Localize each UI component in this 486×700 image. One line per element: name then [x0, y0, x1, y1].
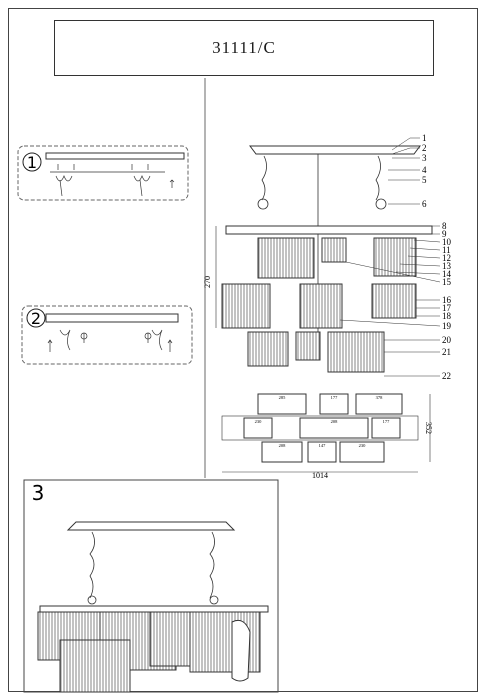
plan-label-5: 208: [331, 419, 339, 424]
step-3-frame: [23, 479, 279, 693]
plan-box-1: [257, 393, 307, 415]
step-2-panel: 2: [21, 305, 193, 365]
step-1-panel: 1: [17, 145, 189, 201]
dim-depth: 352: [424, 422, 433, 434]
callout-19: 19: [442, 321, 452, 331]
plan-label-1: 285: [279, 395, 287, 400]
callout-12: 12: [442, 253, 451, 263]
crystal-shade-4: [221, 283, 271, 329]
plan-label-2: 177: [331, 395, 339, 400]
crystal-shade-8: [295, 331, 321, 361]
callout-2: 2: [422, 143, 427, 153]
plan-label-3: 378: [376, 395, 384, 400]
step-3-panel: 3: [23, 479, 279, 693]
step-3-frame-bar: [39, 605, 269, 613]
callout-9: 9: [442, 229, 447, 239]
crystal-shade-1: [257, 237, 315, 279]
callout-22: 22: [442, 371, 451, 381]
step-3-crystal-d: [59, 639, 131, 693]
plan-label-8: 147: [319, 443, 327, 448]
plan-label-9: 230: [359, 443, 367, 448]
crystal-shade-6: [371, 283, 417, 319]
step-1-circle: [22, 152, 42, 172]
plan-box-5: [299, 417, 369, 439]
callout-8: 8: [442, 221, 447, 231]
step-1-number: 1: [27, 153, 37, 172]
step-1-ceiling-bar: [45, 152, 185, 160]
crystal-shade-9: [327, 331, 385, 373]
callout-10: 10: [442, 237, 452, 247]
step-3-canopy: [66, 521, 236, 531]
ceiling-canopy: [249, 145, 421, 155]
callout-21: 21: [442, 347, 451, 357]
callout-18: 18: [442, 311, 452, 321]
step-2-ceiling-bar: [45, 313, 179, 323]
callout-1: 1: [422, 133, 427, 143]
top-frame: [225, 225, 433, 235]
main-view: 270 1 2 3 4 5 6 8 9: [203, 133, 452, 381]
callout-5: 5: [422, 175, 427, 185]
callout-13: 13: [442, 261, 452, 271]
callout-17: 17: [442, 303, 452, 313]
plan-box-3: [355, 393, 403, 415]
dim-width: 1014: [312, 471, 328, 480]
plan-view: 285 177 378 230 208 177 208 147 230 1014…: [221, 393, 433, 480]
callout-16: 16: [442, 295, 452, 305]
model-number: 31111/C: [212, 38, 276, 57]
crystal-shade-3: [373, 237, 417, 277]
callout-15: 15: [442, 277, 452, 287]
callout-6: 6: [422, 199, 427, 209]
crystal-shade-2: [321, 237, 347, 263]
title-block: 31111/C: [54, 20, 434, 76]
step-2-frame: [21, 305, 193, 365]
step-3-lamp-shade: [231, 619, 251, 682]
step-3-number: 3: [32, 481, 45, 505]
plan-label-6: 177: [383, 419, 391, 424]
crystal-shade-5: [299, 283, 343, 329]
dim-height: 270: [203, 276, 212, 288]
crystal-shade-7: [247, 331, 289, 367]
callout-11: 11: [442, 245, 451, 255]
plan-label-4: 230: [255, 419, 263, 424]
plan-box-6: [371, 417, 401, 439]
plan-box-2: [319, 393, 349, 415]
step-2-circle: [26, 308, 46, 328]
step-1-frame: [17, 145, 189, 201]
plan-label-7: 208: [279, 443, 287, 448]
plan-box-7: [261, 441, 303, 463]
callout-14: 14: [442, 269, 452, 279]
callout-3: 3: [422, 153, 427, 163]
step-2-number: 2: [31, 309, 41, 328]
plan-box-8: [307, 441, 337, 463]
callout-4: 4: [422, 165, 427, 175]
plan-box-4: [243, 417, 273, 439]
callout-20: 20: [442, 335, 452, 345]
plan-box-9: [339, 441, 385, 463]
